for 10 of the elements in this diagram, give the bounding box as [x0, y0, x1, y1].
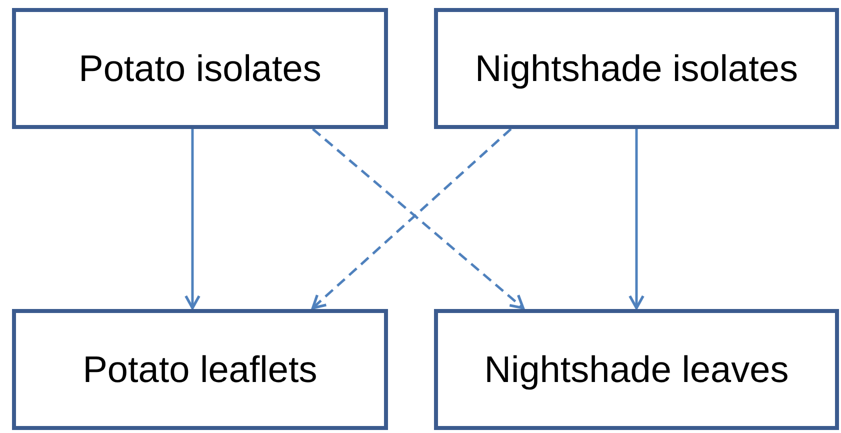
node-label: Potato leaflets: [82, 348, 318, 390]
node-label: Nightshade leaves: [484, 348, 789, 390]
process-box: [12, 309, 388, 430]
arrow: [184, 129, 200, 310]
process-box: [12, 8, 388, 129]
process-box: [434, 8, 839, 129]
arrow: [628, 129, 644, 310]
node-label: Nightshade isolates: [475, 48, 798, 90]
process-box: [434, 309, 839, 430]
node-label: Potato isolates: [78, 48, 322, 90]
